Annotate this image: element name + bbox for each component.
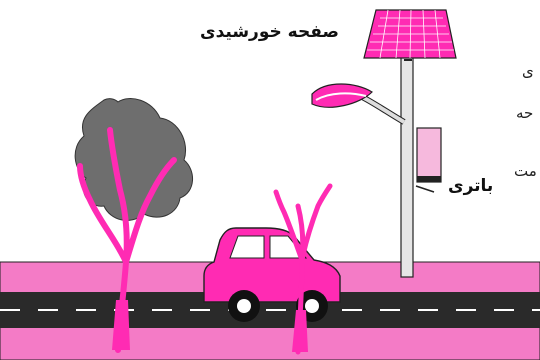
text-fragment: ی xyxy=(522,62,534,80)
text-fragment: حه xyxy=(516,104,533,122)
solar-panel-icon xyxy=(364,10,456,60)
text-fragment: مت xyxy=(514,162,537,180)
street-lamp-icon xyxy=(312,55,413,277)
battery-icon xyxy=(416,128,441,192)
battery-label: باتری xyxy=(448,176,493,196)
solar-panel-label: صفحه خورشیدی xyxy=(200,22,339,42)
